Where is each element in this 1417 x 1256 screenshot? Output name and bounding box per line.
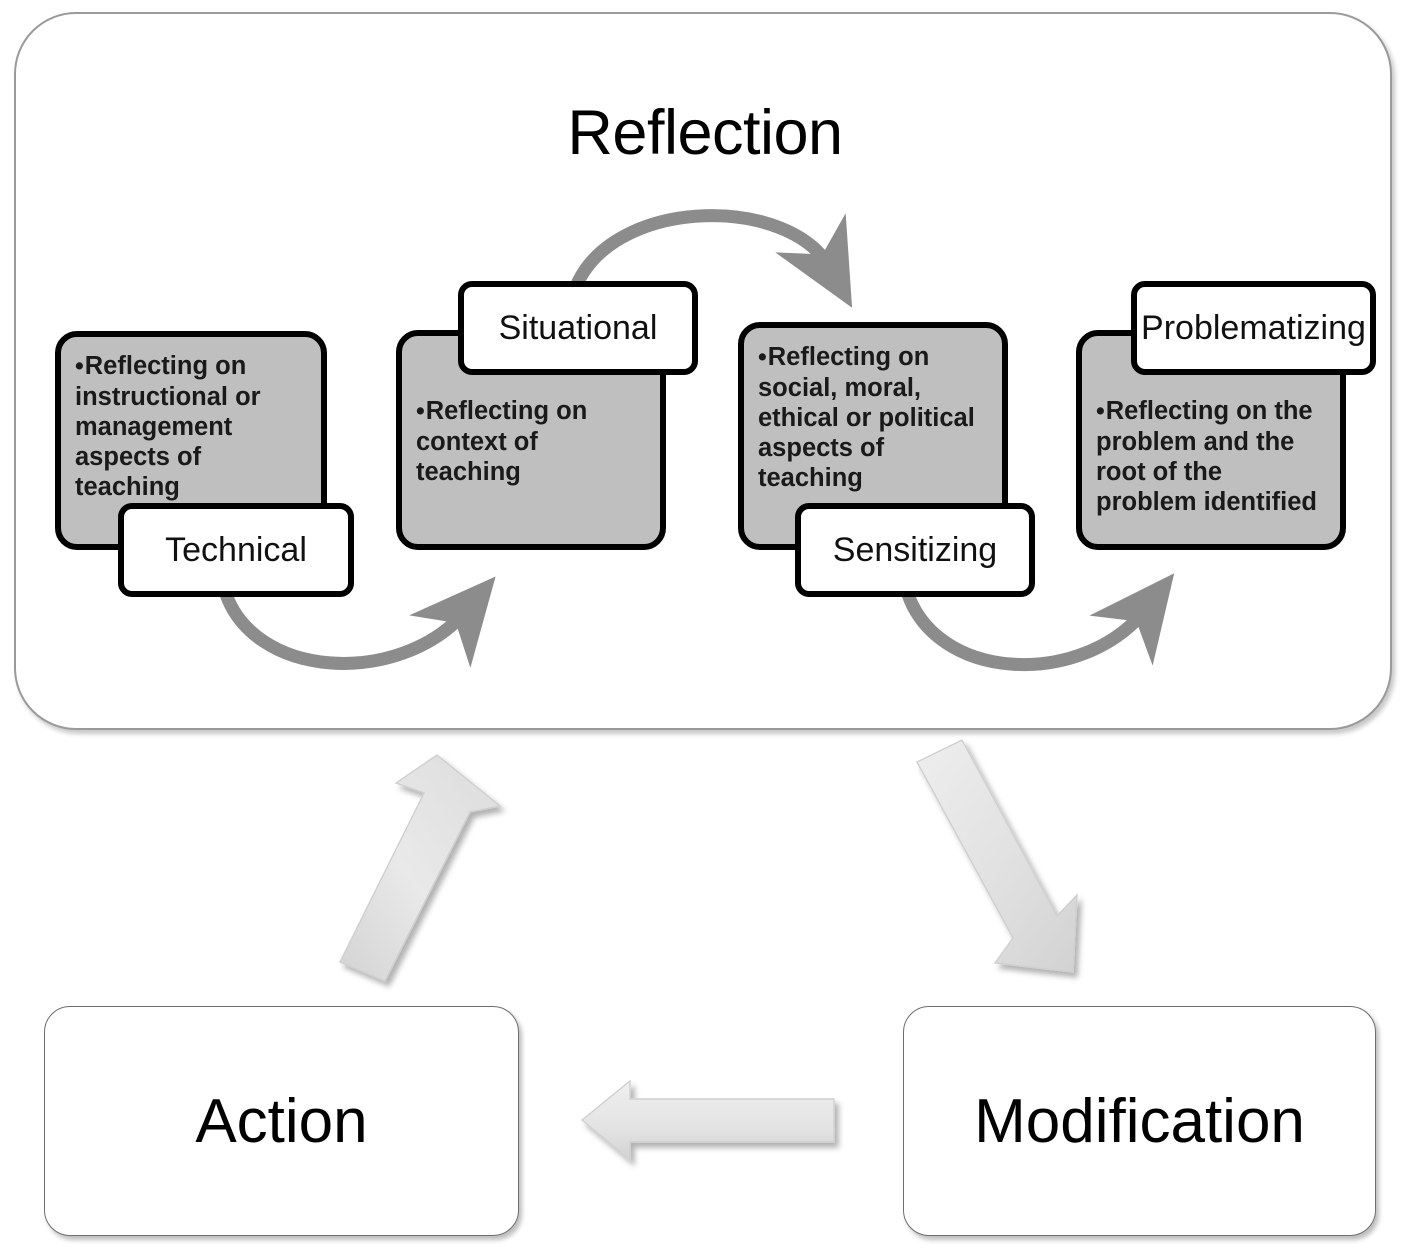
level-label-text-situational: Situational (498, 308, 658, 347)
block-arrow-action-to-reflection (339, 754, 502, 982)
level-label-situational[interactable]: Situational (458, 281, 698, 375)
level-body-text-sensitizing: Reflecting on social, moral, ethical or … (758, 342, 990, 493)
level-label-text-problematizing: Problematizing (1141, 308, 1366, 347)
level-body-text-situational: Reflecting on context of teaching (416, 396, 648, 487)
stage-label-modification: Modification (974, 1086, 1305, 1156)
level-label-problematizing[interactable]: Problematizing (1131, 281, 1376, 375)
level-label-text-technical: Technical (165, 530, 307, 569)
level-label-technical[interactable]: Technical (118, 503, 354, 597)
level-body-text-problematizing: Reflecting on the problem and the root o… (1096, 396, 1328, 517)
level-body-text-technical: Reflecting on instructional or managemen… (75, 351, 309, 502)
level-label-sensitizing[interactable]: Sensitizing (795, 503, 1035, 597)
stage-box-action[interactable]: Action (44, 1006, 519, 1236)
stage-box-modification[interactable]: Modification (903, 1006, 1376, 1236)
block-arrow-modification-to-action (580, 1079, 835, 1162)
page-title: Reflection (567, 98, 843, 168)
level-label-text-sensitizing: Sensitizing (832, 530, 998, 569)
stage-label-action: Action (195, 1086, 368, 1156)
block-arrow-reflection-to-modification (916, 739, 1078, 973)
